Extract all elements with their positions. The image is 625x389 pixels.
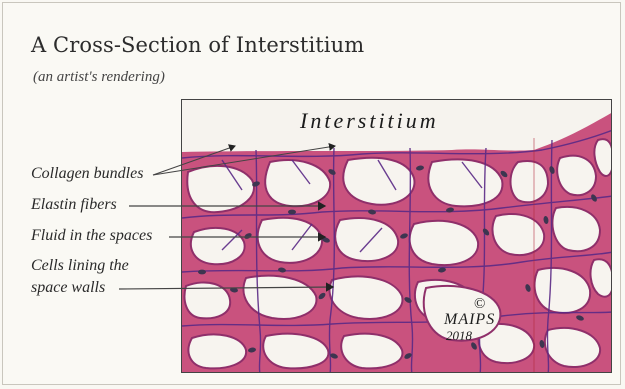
slide-subtitle: (an artist's rendering): [33, 69, 165, 86]
slide-title: A Cross-Section of Interstitium: [31, 33, 364, 57]
label-fluid-in-spaces: Fluid in the spaces: [31, 225, 152, 247]
label-elastin-fibers: Elastin fibers: [31, 194, 117, 216]
interstitium-illustration: Interstitium © MAIPS 2018: [181, 99, 612, 373]
slide-frame: A Cross-Section of Interstitium (an arti…: [2, 2, 621, 385]
label-cells-lining-line1: Cells lining the: [31, 255, 129, 277]
label-collagen-bundles: Collagen bundles: [31, 163, 143, 185]
tissue-drawing: [182, 100, 612, 373]
signature-year: 2018: [446, 328, 495, 344]
signature-name: MAIPS: [444, 312, 495, 328]
illustration-title: Interstitium: [300, 108, 439, 134]
signature-copyright: ©: [474, 296, 495, 312]
artist-signature: © MAIPS 2018: [444, 296, 495, 344]
label-cells-lining-line2: space walls: [31, 277, 105, 299]
